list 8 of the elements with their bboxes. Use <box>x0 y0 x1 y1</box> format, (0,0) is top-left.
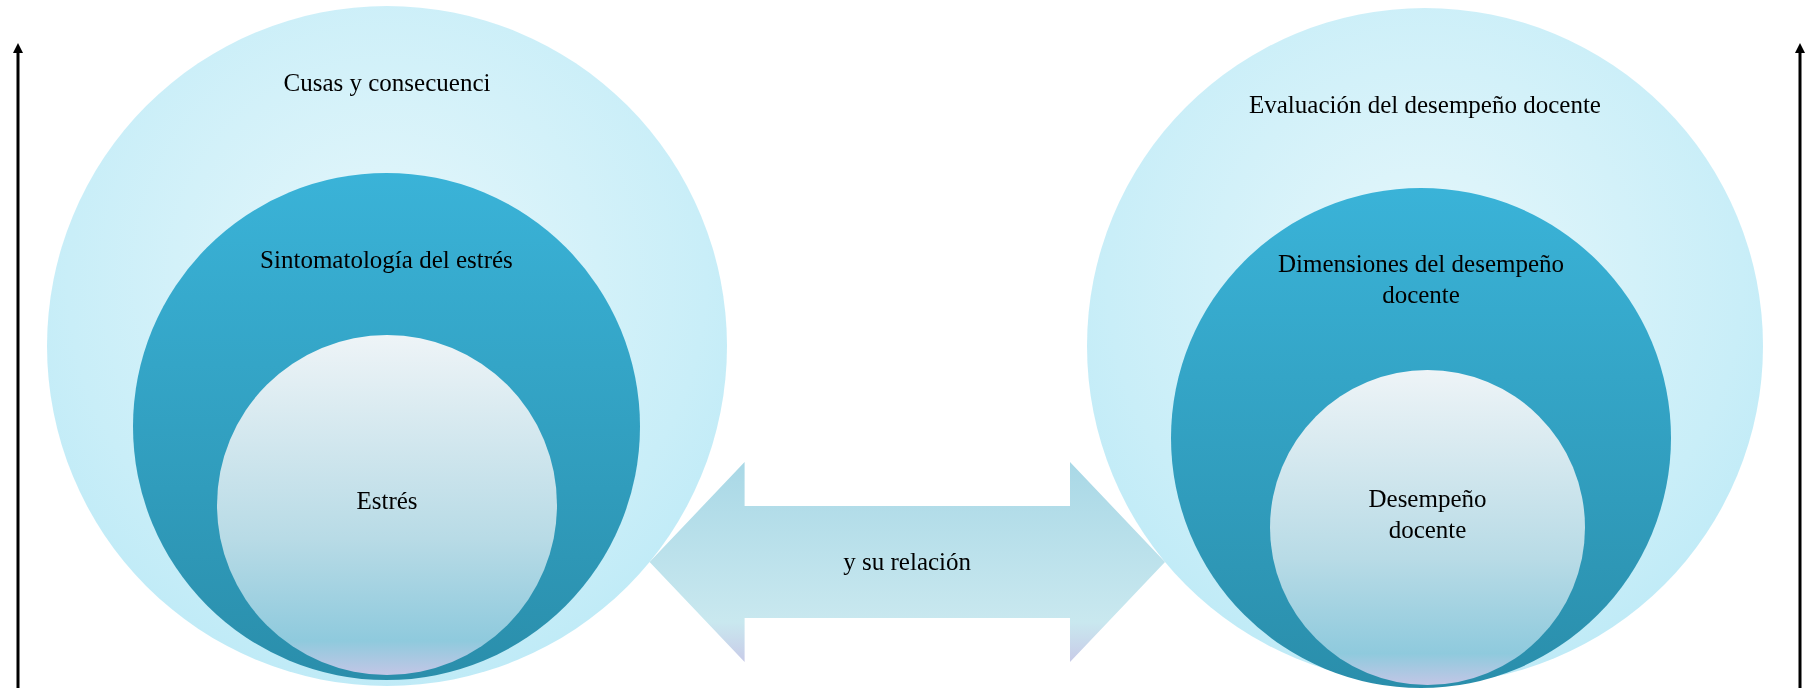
circle-label: Estrés <box>355 485 419 516</box>
circle-label: Desempeño docente <box>1367 484 1488 546</box>
circle-label: Cusas y consecuenci <box>282 68 492 99</box>
double-arrow <box>649 462 1165 662</box>
edge-label: y su relación <box>843 548 972 576</box>
circle-label: Dimensiones del desempeño docente <box>1276 249 1566 310</box>
circle-label: Sintomatología del estrés <box>259 244 514 275</box>
circle-label: Evaluación del desempeño docente <box>1248 90 1602 121</box>
